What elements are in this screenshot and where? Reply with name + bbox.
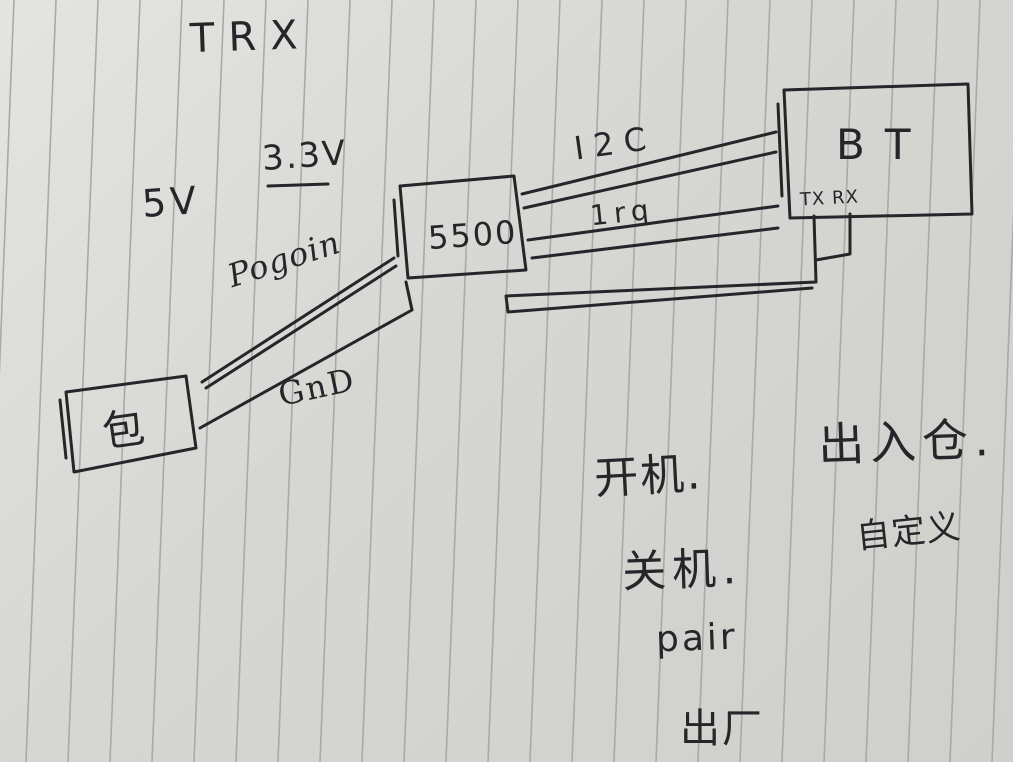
ruled-line	[949, 0, 981, 762]
ruled-line	[697, 0, 729, 762]
ruled-line	[403, 0, 435, 762]
irq-wire	[526, 204, 780, 242]
ruled-line	[655, 0, 687, 762]
block-chip-label: 5500	[426, 212, 519, 258]
gnd-wire	[198, 308, 414, 430]
i2c-wire-1	[520, 130, 778, 196]
chip-block	[398, 174, 528, 280]
ruled-line	[445, 0, 477, 762]
pogopin-wire-double	[204, 264, 398, 390]
ruled-line	[823, 0, 855, 762]
function-pair: pair	[655, 616, 739, 661]
ruled-line	[151, 0, 183, 762]
ruled-line	[907, 0, 939, 762]
ruled-line	[109, 0, 141, 762]
ruled-line	[739, 0, 771, 762]
i2c-wire-2	[522, 150, 778, 210]
ruled-line	[571, 0, 603, 762]
ruled-line	[25, 0, 57, 762]
ruled-line	[865, 0, 897, 762]
gnd-wire-tick	[404, 280, 414, 312]
box-block-edge	[58, 398, 68, 460]
function-factory: 出厂	[680, 706, 764, 752]
ruled-line	[235, 0, 267, 762]
block-box-label: 包	[99, 402, 152, 457]
bt-block	[782, 82, 974, 220]
ruled-line	[991, 208, 1013, 762]
ruled-line	[613, 0, 645, 762]
block-bt-label: BT	[836, 120, 931, 169]
function-in-out-box: 出入仓.	[817, 411, 996, 473]
v33-underline	[266, 182, 330, 188]
chip-block-edge	[392, 198, 400, 258]
ruled-line	[487, 0, 519, 762]
ruled-line	[529, 0, 561, 762]
pogopin-wire	[200, 256, 396, 384]
function-power-on: 开机.	[592, 448, 704, 505]
box-block	[64, 374, 198, 474]
ruled-line	[67, 0, 99, 762]
ruled-line	[361, 0, 393, 762]
txrx-wire-2	[814, 212, 852, 262]
ruled-line	[277, 0, 309, 762]
irq-wire-2	[530, 226, 780, 260]
function-power-off: 关机.	[621, 542, 744, 599]
label-3v3: 3.3V	[260, 133, 349, 179]
bt-block-edge	[776, 102, 784, 198]
label-tx-rx: TX RX	[799, 186, 860, 211]
ruled-line	[0, 0, 15, 376]
ruled-line	[193, 0, 225, 762]
ruled-line	[781, 0, 813, 762]
label-irq: 1rq	[588, 192, 657, 233]
ruled-line	[319, 0, 351, 762]
diagram-title: TRX	[189, 11, 313, 63]
label-5v: 5V	[140, 178, 202, 226]
